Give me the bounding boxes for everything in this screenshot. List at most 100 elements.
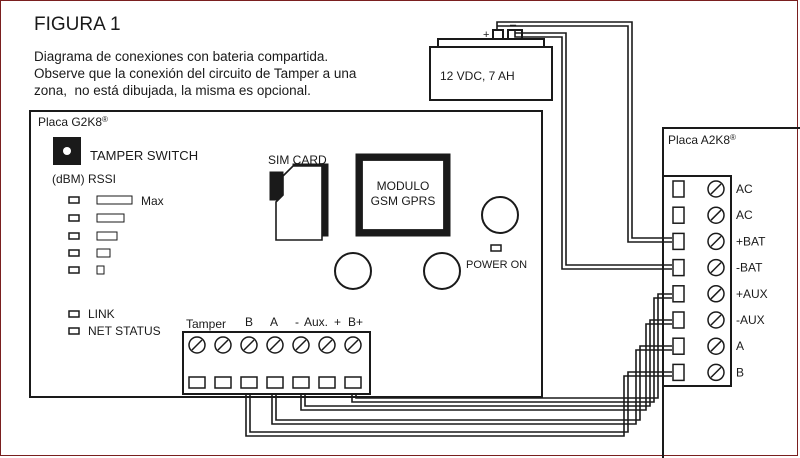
- power-on-led: [490, 244, 502, 252]
- terminal-block-body: [182, 331, 371, 395]
- battery-top: [437, 38, 545, 48]
- module-label-line-1: MODULO: [377, 179, 430, 193]
- terminal-screw: [707, 232, 725, 251]
- a2k8-terminal-label: +AUX: [736, 287, 768, 301]
- wire-b: [245, 371, 672, 437]
- g2k8-title: Placa G2K8®: [38, 115, 108, 129]
- screw-slot: [217, 339, 229, 351]
- a2k8-terminal-block: [662, 175, 732, 387]
- battery: [429, 29, 553, 101]
- terminal-wire-slot: [672, 311, 685, 329]
- net-status-led: [68, 327, 80, 335]
- rssi-bar: [96, 248, 111, 258]
- battery-label: 12 VDC, 7 AH: [440, 69, 515, 83]
- terminal-screw: [707, 311, 725, 329]
- screw-slot: [191, 339, 203, 351]
- terminal-screw: [292, 336, 310, 354]
- round-component: [481, 196, 519, 234]
- sim-card-label: SIM CARD: [268, 153, 327, 167]
- terminal-screw: [214, 336, 232, 354]
- screw-slot: [710, 262, 722, 274]
- a2k8-terminal-label: -AUX: [736, 313, 765, 327]
- screw-slot: [347, 339, 359, 351]
- caption-line: zona, no está dibujada, la misma es opci…: [34, 83, 311, 98]
- screw-slot: [321, 339, 333, 351]
- terminal-label-b-plus: B+: [348, 315, 363, 329]
- terminal-screw: [344, 336, 362, 354]
- tamper-switch: [53, 137, 81, 165]
- gsm-module-chip: [355, 153, 451, 237]
- wire-battery-negative: [514, 30, 672, 270]
- terminal-label-aux: Aux.: [304, 315, 328, 329]
- rssi-led: [68, 214, 80, 222]
- link-led: [68, 310, 80, 318]
- g2k8-reg-mark: ®: [102, 115, 108, 124]
- terminal-wire-slot: [672, 285, 685, 303]
- a2k8-reg-mark: ®: [730, 133, 736, 142]
- a2k8-terminal-label: A: [736, 339, 744, 353]
- chip-body: [361, 159, 445, 231]
- screw-slot: [710, 183, 722, 195]
- terminal-label-a: A: [270, 315, 278, 329]
- figure-caption: Diagrama de conexiones con bateria compa…: [34, 48, 356, 99]
- round-component: [423, 252, 461, 290]
- rssi-led: [68, 196, 80, 204]
- rssi-led: [68, 266, 80, 274]
- rssi-bar: [96, 195, 133, 205]
- screw-slot: [295, 339, 307, 351]
- wire-battery-positive: [496, 21, 672, 243]
- terminal-screw: [707, 363, 725, 382]
- terminal-block-body: [662, 175, 732, 387]
- a2k8-terminal-label: AC: [736, 182, 753, 196]
- rssi-max-label: Max: [141, 194, 164, 208]
- terminal-screw: [707, 258, 725, 277]
- a2k8-terminal-label: +BAT: [736, 234, 766, 248]
- screw-slot: [710, 366, 722, 378]
- g2k8-terminal-block: [182, 331, 371, 395]
- terminal-screw: [707, 180, 725, 198]
- battery-positive-terminal: [492, 29, 504, 40]
- screw-slot: [710, 288, 722, 300]
- sim-card: [275, 165, 323, 241]
- terminal-wire-slot: [240, 376, 258, 389]
- terminal-wire-slot: [292, 376, 310, 389]
- wire-aux-minus: [300, 319, 672, 411]
- battery-positive-label: +: [483, 29, 489, 41]
- terminal-screw: [266, 336, 284, 354]
- a2k8-terminal-label: -BAT: [736, 261, 763, 275]
- terminal-label-tamper: Tamper: [186, 317, 226, 331]
- terminal-screw: [707, 337, 725, 355]
- rssi-led: [68, 249, 80, 257]
- terminal-wire-slot: [344, 376, 362, 389]
- terminal-label-b: B: [245, 315, 253, 329]
- rssi-bar: [96, 231, 118, 241]
- rssi-bar: [96, 265, 105, 275]
- a2k8-title-text: Placa A2K8: [668, 133, 730, 147]
- battery-negative-label: –: [510, 19, 517, 31]
- screw-slot: [710, 209, 722, 221]
- rssi-leds: [68, 196, 80, 274]
- a2k8-terminal-label: AC: [736, 208, 753, 222]
- caption-line: Observe que la conexión del circuito de …: [34, 66, 357, 81]
- rssi-bar: [96, 213, 125, 223]
- rssi-led: [68, 232, 80, 240]
- terminal-screw: [188, 336, 206, 354]
- g2k8-title-text: Placa G2K8: [38, 115, 102, 129]
- screw-slot: [243, 339, 255, 351]
- terminal-wire-slot: [318, 376, 336, 389]
- rssi-label: (dBM) RSSI: [52, 172, 116, 186]
- screw-slot: [710, 235, 722, 247]
- tamper-switch-label: TAMPER SWITCH: [90, 148, 198, 163]
- terminal-wire-slot: [672, 206, 685, 224]
- net-status-label: NET STATUS: [88, 324, 161, 338]
- a2k8-terminal-label: B: [736, 365, 744, 379]
- module-label-line-2: GSM GPRS: [371, 194, 436, 208]
- terminal-wire-slot: [672, 180, 685, 198]
- link-label: LINK: [88, 307, 115, 321]
- rssi-bars: [96, 195, 133, 275]
- terminal-wire-slot: [188, 376, 206, 389]
- screw-slot: [710, 340, 722, 352]
- terminal-label-aux-minus: -: [295, 315, 299, 329]
